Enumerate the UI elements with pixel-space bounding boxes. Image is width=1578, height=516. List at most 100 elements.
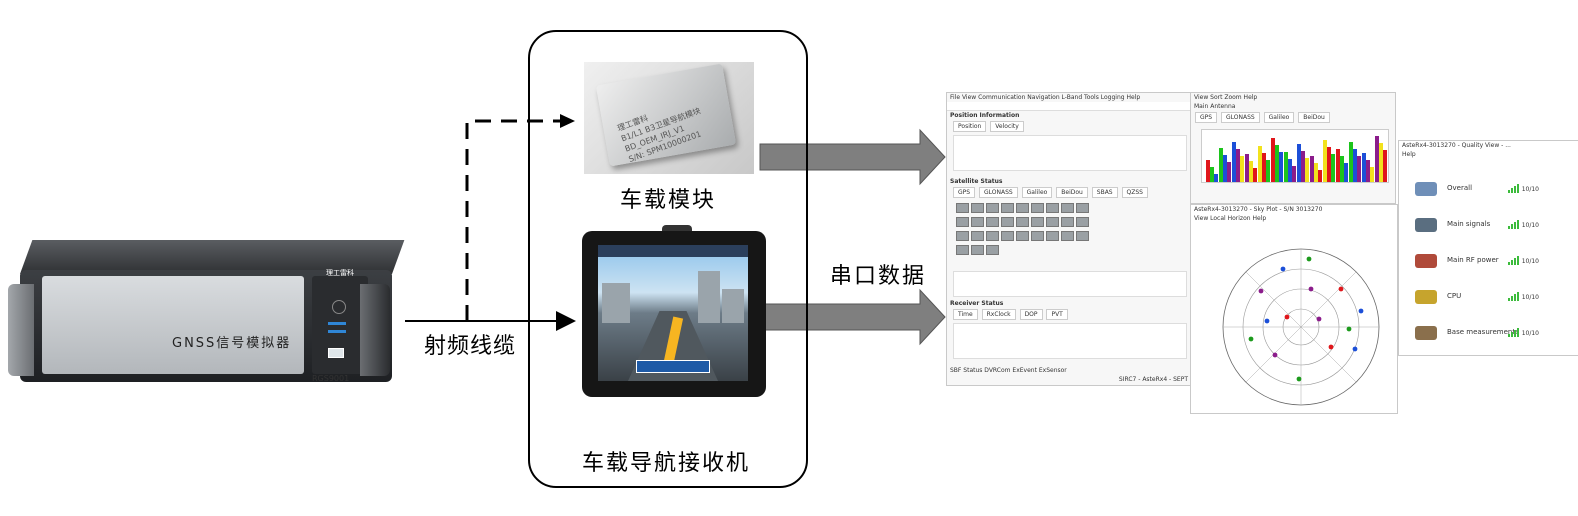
quality-row-value: 10/10 (1521, 222, 1539, 229)
tab-time[interactable]: Time (953, 309, 978, 320)
tab-position[interactable]: Position (953, 121, 987, 132)
quality-row: CPU 10/10 (1405, 287, 1539, 311)
signal-bar (1253, 168, 1257, 182)
tab-sbas[interactable]: SBAS (1091, 187, 1118, 198)
satellite-cell-icon (1016, 217, 1029, 227)
signal-strength-icon: 10/10 (1507, 328, 1539, 337)
satellite-icon (1415, 182, 1437, 196)
signal-bar (1305, 158, 1309, 182)
signal-bar (1366, 160, 1370, 182)
signal-tab-galileo[interactable]: Galileo (1263, 112, 1295, 123)
signal-bar (1292, 166, 1296, 182)
quality-row-label: Overall (1447, 184, 1473, 192)
quality-row-label: Base measurements (1447, 328, 1519, 336)
satellite-cell-icon (1001, 203, 1014, 213)
quality-row-label: CPU (1447, 292, 1462, 300)
satellite-cell-icon (956, 217, 969, 227)
satellite-cell-icon (986, 217, 999, 227)
tab-glonass[interactable]: GLONASS (979, 187, 1018, 198)
satellite-cell-icon (1016, 231, 1029, 241)
power-icon (332, 300, 346, 314)
usb-port-icon (328, 348, 344, 358)
satellite-cell-icon (971, 203, 984, 213)
tab-rxclock[interactable]: RxClock (981, 309, 1016, 320)
module-chip: 理工雷科 B1/L1 B3卫星导航模块 BD_OEM_IRJ_V1 S/N: S… (595, 63, 737, 167)
satellite-cell-icon (956, 203, 969, 213)
quality-row-value: 10/10 (1521, 330, 1539, 337)
navigator-status-bar (598, 245, 748, 257)
satellite-dot-icon (1272, 352, 1278, 358)
signal-bar (1362, 153, 1366, 182)
signal-bar (1279, 152, 1283, 182)
tab-qzss[interactable]: QZSS (1121, 187, 1148, 198)
gnss-simulator-device: GNSS信号模拟器 RGS9001 理工雷科 (8, 240, 405, 390)
simulator-model: RGS9001 (312, 374, 350, 383)
satellite-dot-icon (1284, 314, 1290, 320)
dashed-arrowhead-icon (560, 114, 575, 128)
signal-bar (1349, 142, 1353, 182)
satellite-cell-icon (1061, 203, 1074, 213)
signal-tab-beidou[interactable]: BeiDou (1298, 112, 1330, 123)
serial-data-label: 串口数据 (830, 264, 927, 289)
route-banner (636, 360, 710, 373)
tripod-icon (1415, 326, 1437, 340)
signal-menu-bar: View Sort Zoom Help (1194, 94, 1258, 101)
signal-bar (1314, 163, 1318, 182)
signal-bar (1249, 161, 1253, 182)
satellite-dot-icon (1308, 286, 1314, 292)
signal-bar (1236, 149, 1240, 182)
satellite-cell-icon (1001, 217, 1014, 227)
signal-tab-glonass[interactable]: GLONASS (1221, 112, 1260, 123)
main-menu-bar: File View Communication Navigation L-Ban… (950, 94, 1141, 101)
signal-level-window: View Sort Zoom Help Main Antenna GPS GLO… (1190, 92, 1396, 204)
quality-row-value: 10/10 (1521, 186, 1539, 193)
satellite-dot-icon (1258, 288, 1264, 294)
signal-bar (1271, 138, 1275, 182)
satellite-cell-icon (1061, 217, 1074, 227)
tab-pvt[interactable]: PVT (1046, 309, 1068, 320)
satellite-cell-icon (956, 231, 969, 241)
satellite-cell-icon (1001, 231, 1014, 241)
signal-bar (1340, 156, 1344, 182)
module-output-arrow (759, 128, 946, 186)
satellite-cell-icon (1016, 203, 1029, 213)
signal-strength-icon: 10/10 (1507, 256, 1539, 265)
simulator-control-panel (312, 276, 368, 374)
satellite-dot-icon (1358, 308, 1364, 314)
quality-row: Base measurements 10/10 (1405, 323, 1539, 347)
quality-row-label: Main RF power (1447, 256, 1499, 264)
tab-gps[interactable]: GPS (953, 187, 976, 198)
cpu-icon (1415, 290, 1437, 304)
signal-bar (1210, 167, 1214, 182)
quality-row-label: Main signals (1447, 220, 1491, 228)
tracking-summary (953, 271, 1187, 297)
signal-tab-gps[interactable]: GPS (1195, 112, 1218, 123)
tab-galileo[interactable]: Galileo (1021, 187, 1053, 198)
signal-bar (1331, 154, 1335, 182)
signal-bar (1383, 150, 1387, 182)
tab-beidou[interactable]: BeiDou (1056, 187, 1088, 198)
satellite-cell-icon (1046, 231, 1059, 241)
signal-bar (1301, 151, 1305, 182)
navigator-body (582, 231, 766, 397)
skyplot-menu: View Local Horizon Help (1194, 215, 1267, 222)
satellite-dot-icon (1328, 344, 1334, 350)
quality-row-value: 10/10 (1521, 294, 1539, 301)
signal-bar (1275, 145, 1279, 182)
signal-bar (1310, 156, 1314, 182)
tab-dop[interactable]: DOP (1019, 309, 1043, 320)
satellite-cell-icon (986, 245, 999, 255)
satellite-cell-icon (1076, 203, 1089, 213)
signal-bar (1353, 149, 1357, 182)
satellite-grid (947, 199, 1103, 261)
simulator-body: GNSS信号模拟器 RGS9001 (20, 270, 392, 383)
signal-bar (1219, 148, 1223, 182)
signal-bar (1357, 156, 1361, 182)
signal-bar (1262, 153, 1266, 182)
satellite-dot-icon (1264, 318, 1270, 324)
simulator-right-handle (360, 284, 390, 376)
tab-velocity[interactable]: Velocity (990, 121, 1024, 132)
signal-bar (1297, 144, 1301, 182)
satellite-dot-icon (1316, 316, 1322, 322)
